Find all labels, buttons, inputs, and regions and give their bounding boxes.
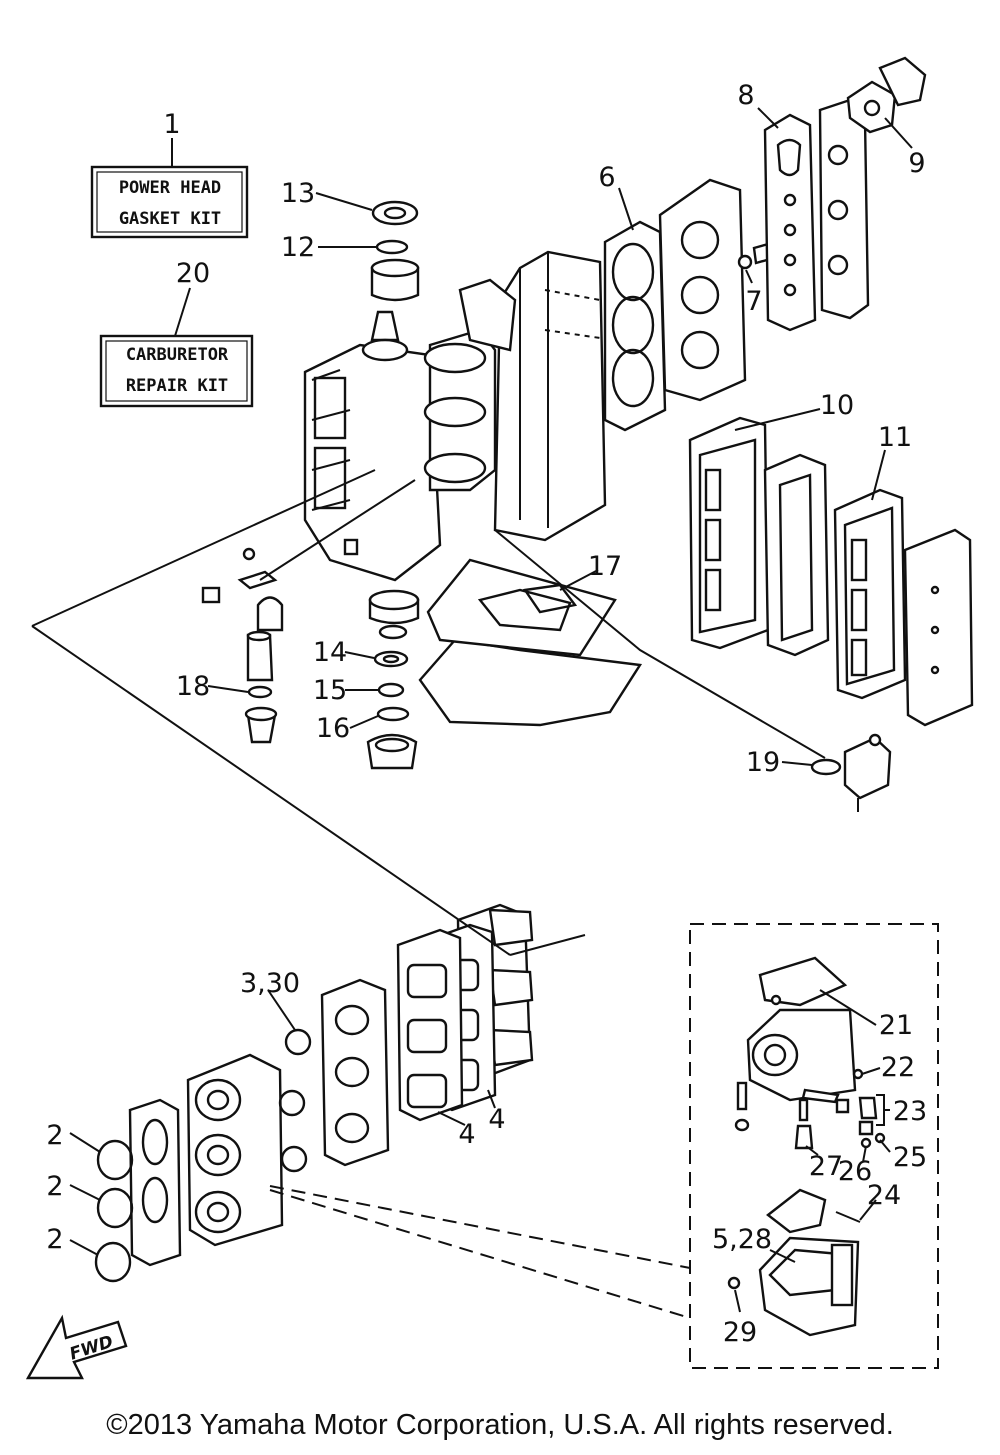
exhaust-outer-cover <box>903 528 974 727</box>
carburetor-detail-frame <box>689 923 939 1369</box>
head-cover-gasket-8 <box>763 113 817 332</box>
callout-2b: 2 <box>46 1171 63 1202</box>
callout-1: 1 <box>163 109 180 140</box>
exhaust-gasket-11 <box>833 488 907 700</box>
silencer-gasket <box>128 1098 182 1267</box>
callout-7: 7 <box>745 286 762 317</box>
forward-arrow-icon: FWD <box>25 1314 128 1380</box>
kit-title-line2: REPAIR KIT <box>126 376 228 396</box>
cylinder-head <box>658 178 747 402</box>
kit-title-line1: CARBURETOR <box>126 345 229 365</box>
callout-14: 14 <box>313 637 347 668</box>
fuel-pump-gasket-19 <box>810 733 892 812</box>
callout-3-30: 3,30 <box>240 968 300 999</box>
callout-4a: 4 <box>458 1119 475 1150</box>
crankcase-assembly <box>303 250 607 582</box>
callout-13: 13 <box>281 178 315 209</box>
callout-18: 18 <box>176 671 210 702</box>
callout-5-28: 5,28 <box>712 1224 772 1255</box>
power-head-gasket-kit-box: 1 POWER HEAD GASKET KIT <box>90 109 249 239</box>
callout-19: 19 <box>746 747 780 778</box>
copyright-notice: ©2013 Yamaha Motor Corporation, U.S.A. A… <box>106 1409 894 1441</box>
o-rings-3 <box>278 1028 312 1173</box>
callout-25: 25 <box>893 1142 927 1173</box>
callout-29: 29 <box>723 1317 757 1348</box>
assembly-line-left <box>31 469 376 627</box>
kit-title-line2: GASKET KIT <box>119 209 221 229</box>
exhaust-gasket-10 <box>688 416 770 650</box>
leader-lines <box>69 107 913 1313</box>
callout-26: 26 <box>838 1156 872 1187</box>
callout-12: 12 <box>281 232 315 263</box>
upper-bearing-and-seal <box>370 200 420 302</box>
intake-gasket-4a <box>396 928 464 1122</box>
callout-23: 23 <box>893 1096 927 1127</box>
assembly-line-right <box>494 529 826 759</box>
kit-title-line1: POWER HEAD <box>119 178 221 198</box>
callout-11: 11 <box>878 422 912 453</box>
callout-21: 21 <box>879 1010 913 1041</box>
callout-27: 27 <box>809 1151 843 1182</box>
carburetor-repair-kit-box: 20 CARBURETOR REPAIR KIT <box>99 258 254 408</box>
exhaust-inner-cover <box>763 453 830 657</box>
callout-2c: 2 <box>46 1224 63 1255</box>
jets-and-needles <box>734 1068 886 1150</box>
callout-9: 9 <box>908 148 925 179</box>
float-24 <box>766 1188 861 1234</box>
callout-10: 10 <box>820 390 854 421</box>
head-gasket-6 <box>603 220 667 432</box>
carburetor-detail-link <box>269 1185 691 1319</box>
callout-20: 20 <box>176 258 210 289</box>
callout-2a: 2 <box>46 1120 63 1151</box>
callout-22: 22 <box>881 1052 915 1083</box>
callout-16: 16 <box>316 713 350 744</box>
callout-4b: 4 <box>488 1104 505 1135</box>
carburetor-bank <box>186 1053 284 1247</box>
lower-bearing-and-seals <box>366 589 420 770</box>
thermostat-fittings <box>201 547 284 744</box>
assembly-line-bottom <box>31 625 586 956</box>
callout-17: 17 <box>588 551 622 582</box>
float-bowl-5 <box>727 1236 860 1337</box>
base-gasket-17 <box>418 558 643 727</box>
intake-manifold <box>320 978 390 1167</box>
o-rings-2 <box>94 1139 134 1283</box>
head-cover <box>818 98 870 320</box>
callout-labels: 13 12 6 8 9 7 10 11 17 14 15 16 18 19 3,… <box>46 80 927 1348</box>
carburetor-body <box>746 1008 857 1104</box>
callout-15: 15 <box>313 675 347 706</box>
callout-6: 6 <box>598 162 615 193</box>
callout-24: 24 <box>867 1180 901 1211</box>
gasket-9 <box>846 56 927 134</box>
callout-8: 8 <box>737 80 754 111</box>
